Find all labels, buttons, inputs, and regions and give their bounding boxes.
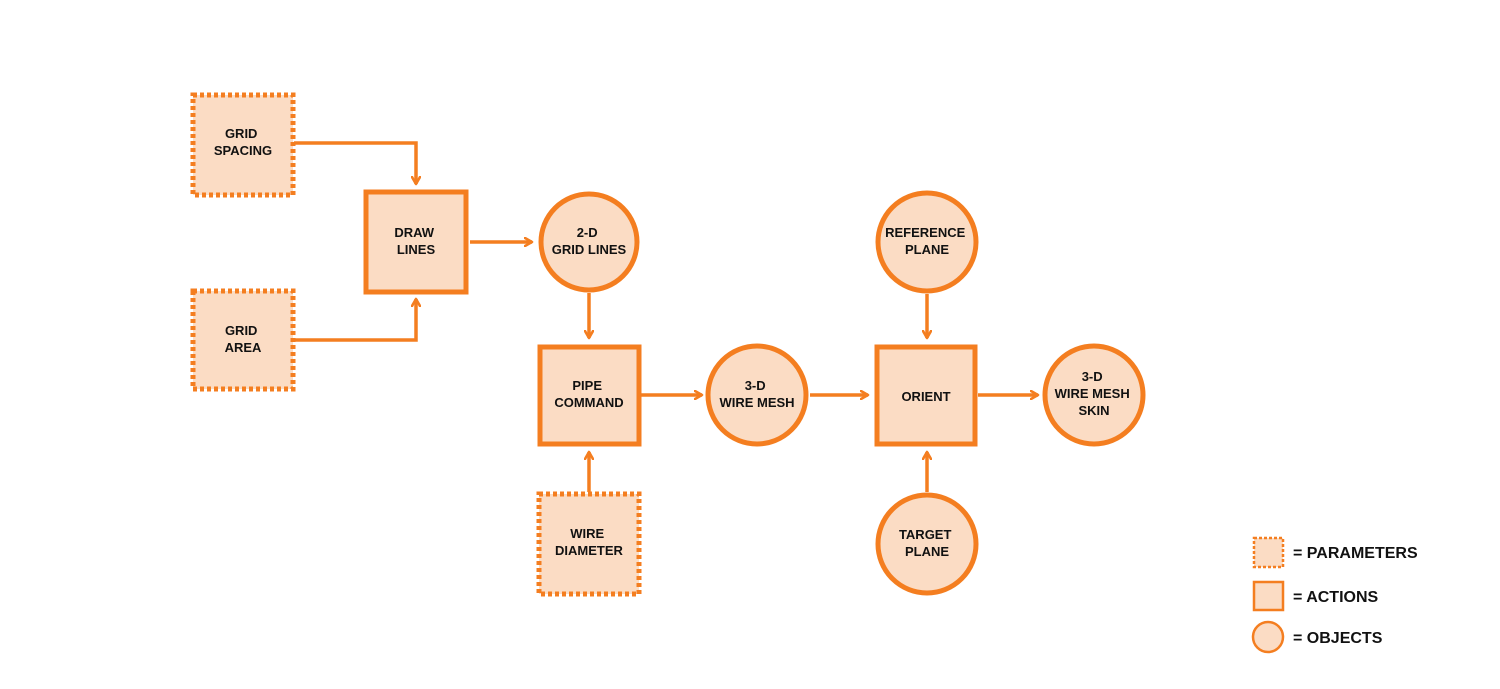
node-grid-spacing: GRID SPACING [190,92,296,198]
node-label: 3-D WIRE MESH [719,378,794,410]
node-label: GRID SPACING [214,126,272,158]
legend-actions-label: = ACTIONS [1293,589,1379,606]
node-label: DRAW LINES [394,225,437,257]
node-draw-lines: DRAW LINES [363,189,469,295]
node-label: WIRE DIAMETER [555,526,624,558]
node-label: REFERENCE PLANE [885,225,969,257]
node-label: 3-D WIRE MESH SKIN [1055,369,1134,418]
node-label: PIPE COMMAND [554,378,623,410]
legend-objects: = OBJECTS [1251,620,1383,654]
node-reference-plane: REFERENCE PLANE [875,190,979,294]
node-3d-wire-mesh-skin: 3-D WIRE MESH SKIN [1042,343,1146,447]
legend-objects-label: = OBJECTS [1293,630,1383,647]
legend-parameters-label: = PARAMETERS [1293,545,1418,562]
legend-object-swatch [1251,620,1285,654]
node-label: 2-D GRID LINES [552,225,627,257]
node-target-plane: TARGET PLANE [875,492,979,596]
edge-grid-area-to-draw-lines [294,299,416,342]
legend-action-swatch [1252,580,1285,612]
node-label: ORIENT [901,389,950,404]
legend-actions: = ACTIONS [1252,580,1379,612]
legend-parameter-swatch [1252,536,1285,569]
node-wire-diameter: WIRE DIAMETER [536,491,642,597]
edge-grid-spacing-to-draw-lines [294,141,416,184]
legend-parameters: = PARAMETERS [1252,536,1418,569]
node-label: TARGET PLANE [899,527,955,559]
legend: = PARAMETERS = ACTIONS = OBJECTS [1251,536,1418,654]
node-label: GRID AREA [225,323,262,355]
connectors [294,141,1038,492]
node-pipe-command: PIPE COMMAND [537,344,642,447]
node-3d-wire-mesh: 3-D WIRE MESH [705,343,809,447]
node-2d-grid-lines: 2-D GRID LINES [538,191,640,293]
node-grid-area: GRID AREA [190,288,296,392]
node-orient: ORIENT [874,344,978,447]
